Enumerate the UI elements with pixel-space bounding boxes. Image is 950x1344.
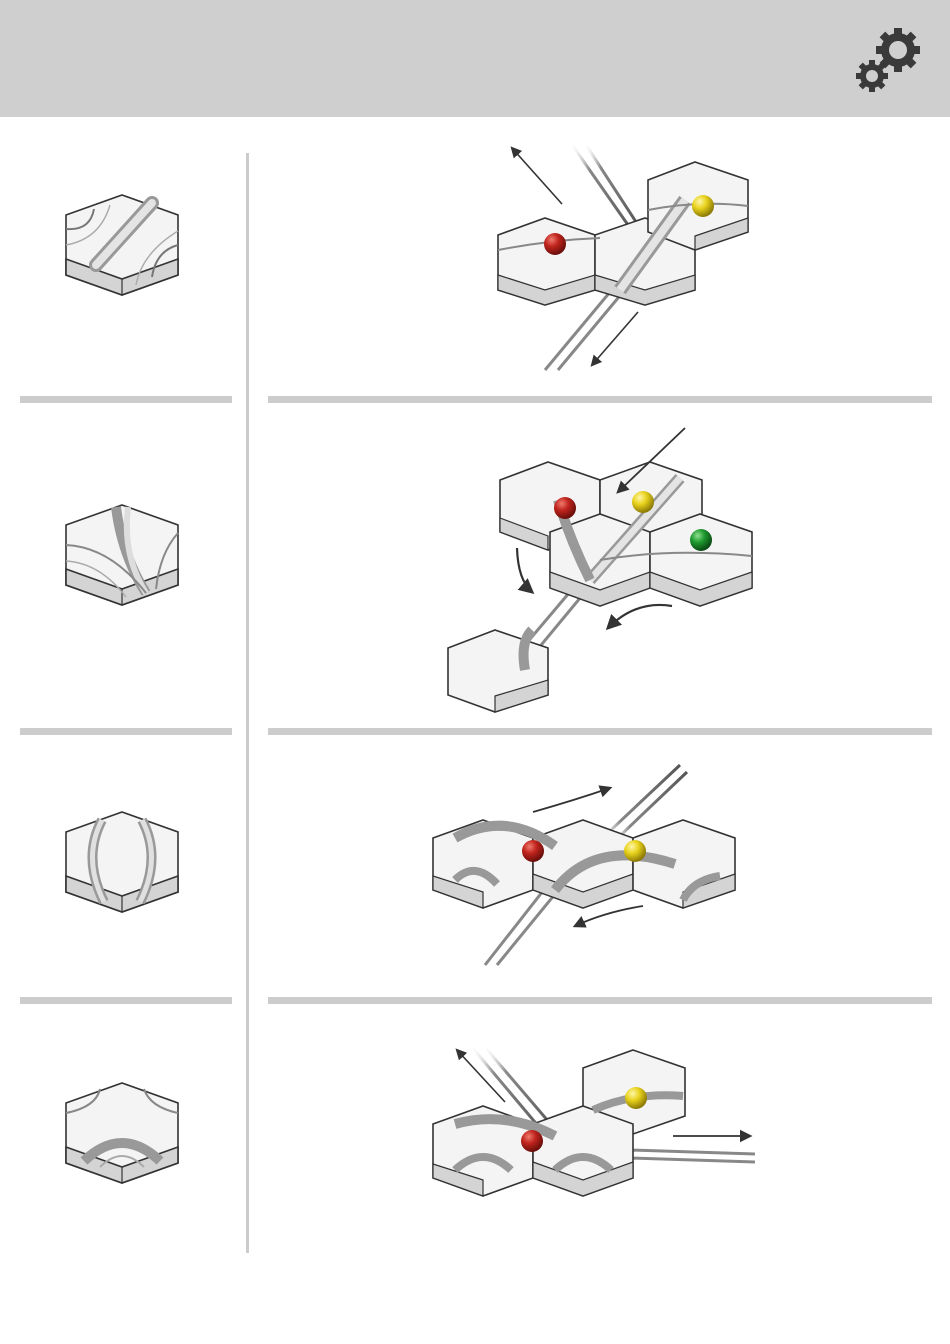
- double-curve-scene: [425, 760, 745, 970]
- row-divider-right-3: [268, 997, 932, 1004]
- yellow-ball: [625, 1087, 647, 1109]
- red-ball: [522, 840, 544, 862]
- double-curve-tile: [60, 812, 185, 917]
- vertical-divider: [246, 153, 249, 1253]
- switch-junction-scene: [440, 420, 760, 715]
- row-divider-right-1: [268, 396, 932, 403]
- red-ball: [521, 1130, 543, 1152]
- row-divider-left-1: [20, 396, 232, 403]
- straight-crossing-scene: [490, 140, 760, 375]
- row-divider-left-2: [20, 728, 232, 735]
- straight-crossing-tile: [60, 195, 185, 300]
- curve-scene: [425, 1040, 755, 1205]
- green-ball: [690, 529, 712, 551]
- gears-icon: [852, 24, 924, 96]
- row-divider-left-3: [20, 997, 232, 1004]
- red-ball: [544, 233, 566, 255]
- red-ball: [554, 497, 576, 519]
- switch-junction-tile: [60, 505, 185, 610]
- yellow-ball: [692, 195, 714, 217]
- header-bar: [0, 0, 950, 117]
- curve-tile: [60, 1083, 185, 1188]
- yellow-ball: [632, 491, 654, 513]
- row-divider-right-2: [268, 728, 932, 735]
- yellow-ball: [624, 840, 646, 862]
